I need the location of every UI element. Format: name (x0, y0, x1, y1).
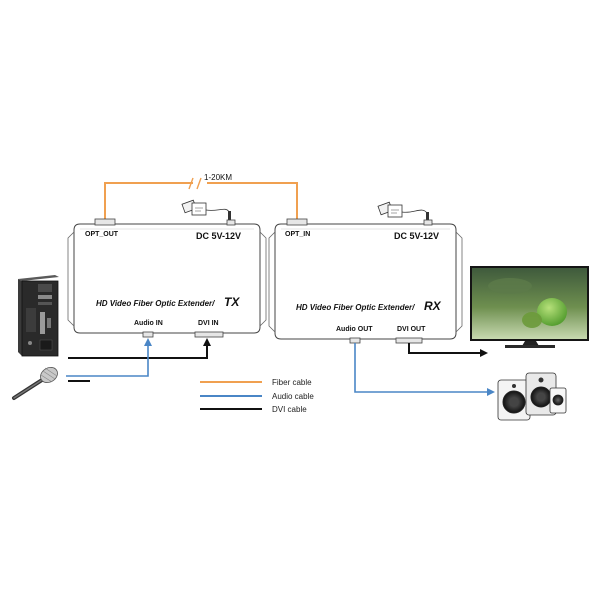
rx-dvi-output-cable (408, 343, 488, 357)
legend: Fiber cable Audio cable DVI cable (200, 378, 314, 414)
tx-model-label: HD Video Fiber Optic Extender/ (96, 299, 215, 308)
cable-break-icon (188, 177, 202, 190)
rx-video-label: DVI OUT (397, 326, 426, 333)
tx-audio-input-cable (66, 338, 152, 377)
legend-label-fiber: Fiber cable (272, 378, 312, 387)
rx-power-adapter-icon (377, 201, 429, 225)
legend-item-fiber: Fiber cable (200, 378, 312, 387)
tv-icon (470, 266, 589, 348)
fiber-cable (104, 177, 298, 222)
tx-video-label: DVI IN (198, 320, 219, 327)
microphone-icon (12, 366, 58, 400)
rx-power-label: DC 5V-12V (394, 231, 439, 241)
legend-label-dvi: DVI cable (272, 405, 307, 414)
pc-tower-icon (18, 275, 59, 357)
speakers-icon (497, 372, 567, 421)
legend-label-audio: Audio cable (272, 392, 314, 401)
rx-audio-port (349, 337, 361, 344)
rx-dc-port (423, 219, 433, 226)
rx-model-label: HD Video Fiber Optic Extender/ (296, 303, 415, 312)
rx-unit (268, 218, 463, 344)
fiber-distance: 1-20KM (204, 173, 232, 182)
rx-audio-label: Audio OUT (336, 326, 373, 333)
tx-opt-port (94, 218, 116, 226)
tx-unit (67, 218, 267, 338)
rx-opt-port (286, 218, 308, 226)
tx-dc-port (226, 219, 236, 226)
tx-dvi-port (194, 331, 224, 338)
tx-audio-port (142, 331, 154, 338)
tx-power-label: DC 5V-12V (196, 231, 241, 241)
tx-opt-label: OPT_OUT (85, 231, 119, 238)
tx-dvi-input-cable (68, 338, 211, 359)
rx-model-suffix: RX (424, 299, 442, 313)
lime-image (537, 298, 567, 326)
rx-opt-label: OPT_IN (285, 231, 310, 238)
rx-dvi-port (395, 337, 423, 344)
tx-model-suffix: TX (224, 295, 240, 309)
rx-audio-output-cable (354, 343, 495, 396)
tx-audio-label: Audio IN (134, 320, 163, 327)
legend-item-dvi: DVI cable (200, 405, 307, 414)
tx-power-adapter-icon (181, 199, 231, 222)
legend-item-audio: Audio cable (200, 392, 314, 401)
